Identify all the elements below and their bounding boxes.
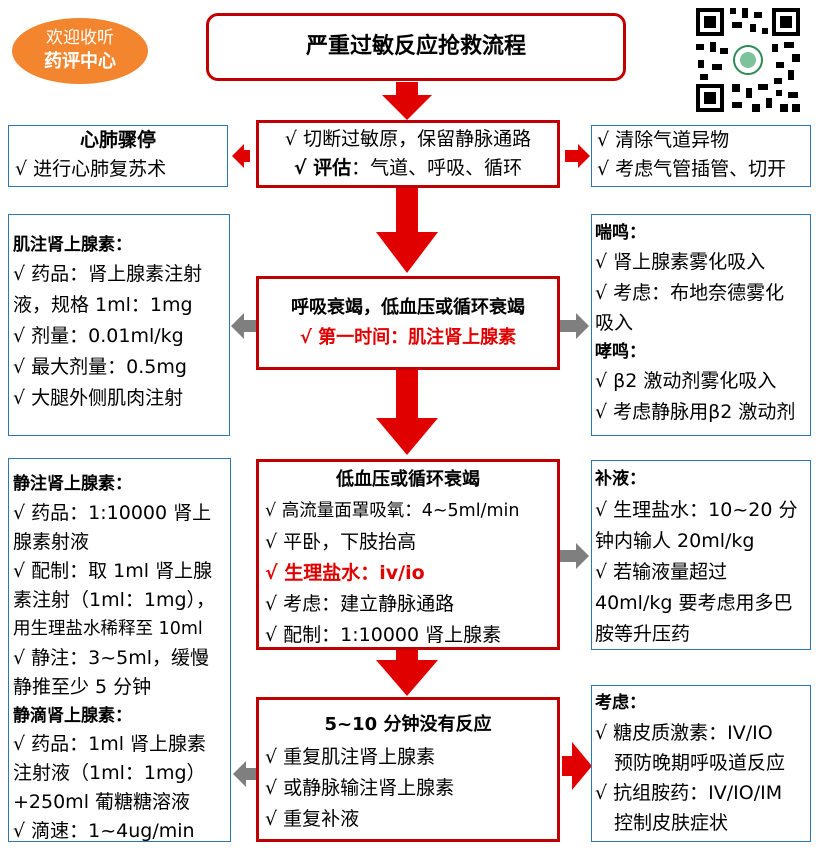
badge-line1: 欢迎收听 <box>46 28 114 48</box>
iv-epi-line: √ 静注：3~5ml，缓慢 <box>13 647 210 669</box>
step2-line2: √ 第一时间：肌注肾上腺素 <box>299 327 517 348</box>
iv-drip-line: √ 滴速：1~4ug/min <box>13 820 195 842</box>
step1-line2-rest: ：气道、呼吸、循环 <box>351 157 523 179</box>
im-epi-title: 肌注肾上腺素： <box>13 235 132 255</box>
badge-line2: 药评中心 <box>44 51 116 72</box>
iv-drip-line: √ 药品：1ml 肾上腺素 <box>13 733 207 755</box>
wheeze-line: √ 考虑静脉用β2 激动剂 <box>595 401 796 423</box>
step4-line: √ 或静脉输注肾上腺素 <box>265 777 455 799</box>
step3-box: 低血压或循环衰竭 √ 高流量面罩吸氧：4~5ml/min √ 平卧，下肢抬高 √… <box>256 459 560 650</box>
fluid-line: 胺等升压药 <box>595 623 691 645</box>
step3-line1: √ 高流量面罩吸氧：4~5ml/min <box>265 501 520 521</box>
arrow-down-4 <box>376 650 438 696</box>
consider-line: 控制皮肤症状 <box>614 812 729 834</box>
arrow-down-1 <box>382 82 432 120</box>
iv-epi-line: 腺素射液 <box>13 531 90 553</box>
step3-line4: √ 考虑：建立静脉通路 <box>265 593 455 615</box>
iv-epi-line: 静推至少 5 分钟 <box>13 676 152 698</box>
im-epi-line: √ 最大剂量：0.5mg <box>13 356 187 378</box>
im-epi-line: 液，规格 1ml：1mg <box>13 294 193 316</box>
iv-epi-line: 用生理盐水稀释至 10ml <box>13 619 203 639</box>
step3-line5: √ 配制：1:10000 肾上腺素 <box>265 624 502 646</box>
arrow-left-arrest <box>232 144 250 168</box>
consider-line: 预防晚期呼吸道反应 <box>614 752 786 774</box>
arrest-box: 心肺骤停 √ 进行心肺复苏术 <box>8 125 228 187</box>
airway-box: √ 清除气道异物 √ 考虑气管插管、切开 <box>591 125 811 187</box>
step1-box: √ 切断过敏原，保留静脉通路 √ 评估：气道、呼吸、循环 <box>256 120 560 188</box>
consider-box: 考虑： √ 糖皮质激素：IV/IO 预防晚期呼吸道反应 √ 抗组胺药：IV/IO… <box>591 685 811 842</box>
consider-title: 考虑： <box>595 693 646 713</box>
iv-epi-line: √ 药品：1:10000 肾上 <box>13 502 212 524</box>
airway-line1: √ 清除气道异物 <box>597 129 730 151</box>
step3-title: 低血压或循环衰竭 <box>336 469 480 490</box>
step4-title: 5~10 分钟没有反应 <box>324 714 492 735</box>
iv-epi-line: 素注射（1ml：1mg）， <box>13 589 216 611</box>
airway-line2: √ 考虑气管插管、切开 <box>597 158 787 180</box>
arrow-right-wheeze <box>560 313 589 339</box>
iv-drip-line: 注射液（1ml：1mg） <box>13 762 206 784</box>
fluid-line: √ 若输液量超过 <box>595 561 728 583</box>
wheeze-line: √ 考虑：布地奈德雾化 <box>595 282 785 304</box>
iv-epi-line: √ 配制：取 1ml 肾上腺 <box>13 560 213 582</box>
step4-box: 5~10 分钟没有反应 √ 重复肌注肾上腺素 √ 或静脉输注肾上腺素 √ 重复补… <box>256 697 560 842</box>
wheeze-line: 吸入 <box>595 312 634 334</box>
step4-line: √ 重复补液 <box>265 808 360 830</box>
consider-line: √ 抗组胺药：IV/IO/IM <box>595 782 783 804</box>
arrow-right-consider <box>562 742 592 790</box>
arrow-down-3 <box>376 370 438 455</box>
im-epi-line: √ 药品：肾上腺素注射 <box>13 263 203 285</box>
step1-line2: √ 评估：气道、呼吸、循环 <box>265 154 551 183</box>
arrow-right-airway <box>565 144 590 168</box>
wheeze-title-stridor: 喘鸣： <box>595 223 646 243</box>
fluid-line: 40ml/kg 要考虑用多巴 <box>595 592 793 614</box>
fluid-line: 钟内输人 20ml/kg <box>595 530 755 552</box>
step1-line1: √ 切断过敏原，保留静脉通路 <box>284 128 532 150</box>
im-epi-line: √ 剂量：0.01ml/kg <box>13 325 184 347</box>
wheeze-box: 喘鸣： √ 肾上腺素雾化吸入 √ 考虑：布地奈德雾化 吸入 哮鸣： √ β2 激… <box>591 214 811 436</box>
qr-code-icon <box>692 4 804 116</box>
step1-line2-bold: √ 评估 <box>293 157 352 179</box>
fluid-box: 补液： √ 生理盐水：10~20 分 钟内输人 20ml/kg √ 若输液量超过… <box>591 460 811 650</box>
fluid-title: 补液： <box>595 469 646 489</box>
arrow-left-im-epi <box>231 313 257 339</box>
iv-drip-line: +250ml 葡糖糖溶液 <box>13 791 191 813</box>
step2-line1: 呼吸衰竭，低血压或循环衰竭 <box>291 297 525 318</box>
step3-line3: √ 生理盐水：iv/io <box>265 562 425 584</box>
arrow-left-iv-epi <box>233 761 257 787</box>
im-epi-line: √ 大腿外侧肌肉注射 <box>13 387 184 409</box>
step2-box: 呼吸衰竭，低血压或循环衰竭 √ 第一时间：肌注肾上腺素 <box>256 276 560 370</box>
iv-drip-title: 静滴肾上腺素： <box>13 706 132 726</box>
wheeze-line: √ β2 激动剂雾化吸入 <box>595 370 777 392</box>
welcome-badge: 欢迎收听 药评中心 <box>12 18 148 84</box>
fluid-line: √ 生理盐水：10~20 分 <box>595 499 798 521</box>
arrest-title: 心肺骤停 <box>79 129 156 151</box>
arrest-line1: √ 进行心肺复苏术 <box>15 158 167 180</box>
wheeze-title-wheeze: 哮鸣： <box>595 342 646 362</box>
arrow-right-fluid <box>560 543 589 569</box>
step3-line2: √ 平卧，下肢抬高 <box>265 531 417 553</box>
wheeze-line: √ 肾上腺素雾化吸入 <box>595 251 766 273</box>
step4-line: √ 重复肌注肾上腺素 <box>265 746 436 768</box>
iv-epi-box: 静注肾上腺素： √ 药品：1:10000 肾上 腺素射液 √ 配制：取 1ml … <box>8 458 231 842</box>
flow-title: 严重过敏反应抢救流程 <box>206 13 626 81</box>
consider-line: √ 糖皮质激素：IV/IO <box>595 722 773 744</box>
arrow-down-2 <box>376 188 438 273</box>
im-epi-box: 肌注肾上腺素： √ 药品：肾上腺素注射 液，规格 1ml：1mg √ 剂量：0.… <box>8 214 230 436</box>
iv-epi-title: 静注肾上腺素： <box>13 474 132 494</box>
